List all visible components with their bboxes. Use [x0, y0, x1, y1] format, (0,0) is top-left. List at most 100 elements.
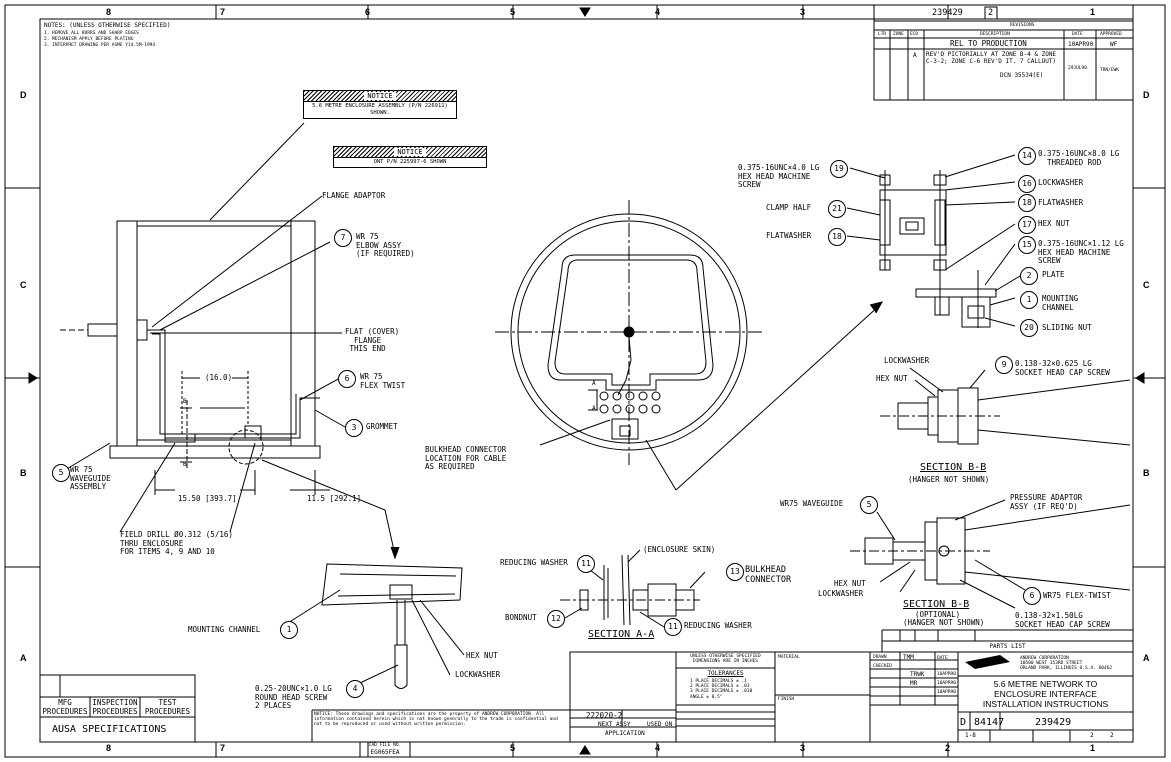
rev-row2-desc: REV'D PICTORIALLY AT ZONE B-4 & ZONE C-3…: [926, 51, 1057, 65]
rev-row2-ltr: A: [913, 52, 917, 59]
zone-bottom-4: 4: [655, 743, 661, 753]
section-bb2-subtitle: (HANGER NOT SHOWN): [903, 618, 985, 627]
label-enclosure-skin: (ENCLOSURE SKIN): [643, 545, 716, 554]
notice-ont: NOTICE ONT P/N 225997-6 SHOWN: [333, 146, 487, 168]
rev-col-date: DATE: [1072, 32, 1083, 37]
approval-mfg: MR: [910, 680, 918, 687]
cage-code: 84147: [974, 717, 1005, 728]
label-lockwasher-bb2: LOCKWASHER: [818, 589, 864, 598]
rev-row2-date: 29JUL90: [1068, 66, 1087, 71]
notice-enclosure-head: NOTICE: [364, 92, 396, 100]
label-mounting-channel: MOUNTING CHANNEL: [188, 625, 261, 634]
label-hex-nut-bb2: HEX NUT: [834, 579, 866, 588]
label-lockwasher-clamp: LOCKWASHER: [1038, 178, 1084, 187]
approval-date-1: 10APR90: [937, 672, 956, 677]
dwg-number: 239429: [1035, 717, 1072, 728]
rev-col-zone: ZONE: [893, 32, 904, 37]
label-bulkhead-connector: BULKHEAD CONNECTOR: [745, 565, 792, 585]
label-flat-cover: FLAT (COVER) FLANGE THIS END: [345, 327, 400, 353]
bubble-2: 2: [1020, 267, 1038, 285]
proprietary-note: NOTICE: These drawings and specification…: [314, 712, 558, 728]
zone-top-8: 8: [106, 7, 112, 17]
rev-col-desc: DESCRIPTION: [980, 32, 1010, 37]
rev-block-rev: 2: [988, 8, 994, 18]
zone-top-1: 1: [1090, 7, 1096, 17]
bubble-1-right: 1: [1020, 291, 1038, 309]
zone-right-d: D: [1143, 90, 1150, 100]
cad-file-code: EG065FEA: [370, 749, 400, 756]
label-item-8: 0.138-32×0.625 LG SOCKET HEAD CAP SCREW: [1015, 359, 1110, 377]
spec-mfg: MFG PROCEDURES: [42, 698, 88, 716]
zone-top-3: 3: [800, 7, 806, 17]
label-bondnut: BONDNUT: [505, 613, 537, 622]
zone-top-4: 4: [655, 7, 661, 17]
notice-enclosure: NOTICE 5.6 METRE ENCLOSURE ASSEMBLY (P/N…: [303, 90, 457, 119]
rev-col-ltr: LTR: [878, 32, 887, 37]
bubble-5-right: 5: [860, 496, 878, 514]
label-screw-bb2: 0.138-32×1.50LG SOCKET HEAD CAP SCREW: [1015, 611, 1110, 629]
zone-bottom-1: 1: [1090, 743, 1096, 753]
zone-right-a: A: [1143, 653, 1150, 663]
notice-ont-head: NOTICE: [394, 148, 426, 156]
bubble-17: 17: [1018, 216, 1036, 234]
bubble-13: 13: [726, 563, 744, 581]
rev-value: 2: [1090, 732, 1094, 739]
label-item-4: 0.25-20UNC×1.0 LG ROUND HEAD SCREW 2 PLA…: [255, 684, 332, 710]
label-hex-nut-detail: HEX NUT: [466, 651, 498, 660]
label-field-drill: FIELD DRILL Ø0.312 (5/16) THRU ENCLOSURE…: [120, 530, 233, 556]
zone-right-c: C: [1143, 280, 1150, 290]
label-hex-nut-bb1: HEX NUT: [876, 374, 908, 383]
section-a-marker-bottom: A: [592, 405, 596, 412]
dim-115: 11.5 [292.1]: [307, 494, 362, 503]
bubble-18-left: 18: [828, 228, 846, 246]
label-reducing-washer-left: REDUCING WASHER: [500, 558, 568, 567]
notice-enclosure-body: 5.6 METRE ENCLOSURE ASSEMBLY (P/N 226911…: [312, 103, 448, 116]
section-aa-title: SECTION A-A: [588, 629, 655, 640]
bubble-4: 4: [346, 680, 364, 698]
label-plate: PLATE: [1042, 270, 1065, 279]
bubble-7: 7: [334, 229, 352, 247]
title-line-1: 5.6 METRE NETWORK TO: [993, 679, 1098, 689]
zone-right-b: B: [1143, 468, 1150, 478]
label-flex-twist: WR75 FLEX-TWIST: [1043, 591, 1111, 600]
rev-row1-appr: WF: [1110, 41, 1118, 48]
tolerances-title: TOLERANCES: [707, 670, 744, 677]
label-item-6: WR 75 FLEX TWIST: [360, 372, 406, 390]
zone-top-6: 6: [365, 7, 371, 17]
label-bulkhead-location: BULKHEAD CONNECTOR LOCATION FOR CABLE AS…: [425, 445, 507, 471]
section-bb2-optional: (OPTIONAL): [915, 610, 961, 619]
note-2: 2. MECHANISM APPLY BEFORE PLATING: [44, 37, 134, 42]
bubble-6: 6: [338, 370, 356, 388]
zone-bottom-7: 7: [220, 743, 226, 753]
zone-bottom-3: 3: [800, 743, 806, 753]
label-lockwasher-bb1: LOCKWASHER: [884, 356, 930, 365]
section-bb1-title: SECTION B-B: [920, 462, 987, 473]
label-item-14: 0.375-16UNC×8.0 LG THREADED ROD: [1038, 149, 1120, 167]
zone-bottom-2: 2: [945, 743, 951, 753]
zone-left-c: C: [20, 280, 27, 290]
material-label: MATERIAL: [778, 655, 800, 660]
bubble-11-bottom: 11: [664, 618, 682, 636]
approval-drawn: TMM: [903, 654, 914, 661]
bubble-3: 3: [345, 419, 363, 437]
checked-label: CHECKED: [873, 664, 892, 669]
bubble-9: 9: [995, 356, 1013, 374]
rev-row2-appr: TRN/EWK: [1100, 68, 1119, 73]
label-clamp-half: CLAMP HALF: [766, 203, 812, 212]
approval-date-2: 10APR90: [937, 681, 956, 686]
notice-ont-body: ONT P/N 225997-6 SHOWN: [373, 159, 447, 165]
rev-row2-eco: DCN 35534(E): [1000, 72, 1044, 79]
section-bb2-title: SECTION B-B: [903, 599, 970, 610]
label-mounting-channel-clamp: MOUNTING CHANNEL: [1042, 294, 1079, 312]
sheet-value: 2: [1110, 732, 1114, 739]
label-sliding-nut: SLIDING NUT: [1042, 323, 1092, 332]
label-wr75-waveguide: WR75 WAVEGUIDE: [780, 499, 844, 508]
approval-date-3: 10APR90: [937, 690, 956, 695]
section-bb1-subtitle: (HANGER NOT SHOWN): [908, 475, 990, 484]
bubble-21: 21: [828, 200, 846, 218]
bubble-5: 5: [52, 464, 70, 482]
bubble-16: 16: [1018, 175, 1036, 193]
logo-mark: [965, 655, 1010, 669]
spec-test: TEST PROCEDURES: [144, 698, 191, 716]
approval-date-label: DATE: [937, 656, 948, 661]
